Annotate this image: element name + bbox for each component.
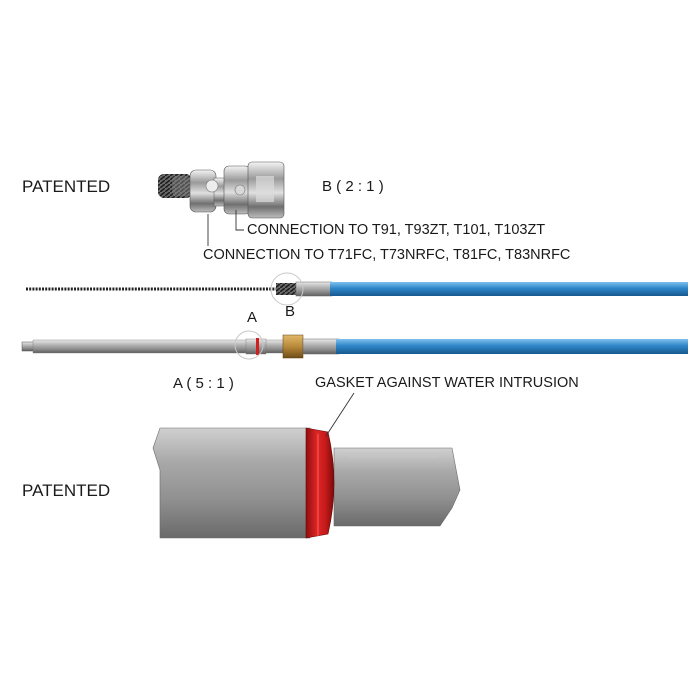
detail-a-scale-label: A ( 5 : 1 ) bbox=[173, 375, 234, 392]
cable-1 bbox=[26, 281, 688, 297]
cable-2 bbox=[21, 334, 688, 359]
detail-marker-a bbox=[234, 330, 264, 360]
connection-note-2: CONNECTION TO T71FC, T73NRFC, T81FC, T83… bbox=[203, 247, 571, 263]
marker-b-label: B bbox=[285, 303, 296, 320]
gasket-leader-line bbox=[325, 392, 355, 437]
connector-detail-b bbox=[158, 161, 285, 219]
detail-marker-b bbox=[270, 272, 304, 306]
gasket-note: GASKET AGAINST WATER INTRUSION bbox=[315, 375, 579, 391]
patented-label-bottom: PATENTED bbox=[22, 481, 111, 500]
connection-note-1: CONNECTION TO T91, T93ZT, T101, T103ZT bbox=[247, 222, 546, 238]
marker-a-label: A bbox=[247, 309, 258, 326]
gasket-detail-a bbox=[152, 427, 461, 539]
patented-label-top: PATENTED bbox=[22, 177, 111, 196]
detail-b-scale-label: B ( 2 : 1 ) bbox=[322, 178, 384, 195]
connection-leaders bbox=[207, 210, 244, 246]
